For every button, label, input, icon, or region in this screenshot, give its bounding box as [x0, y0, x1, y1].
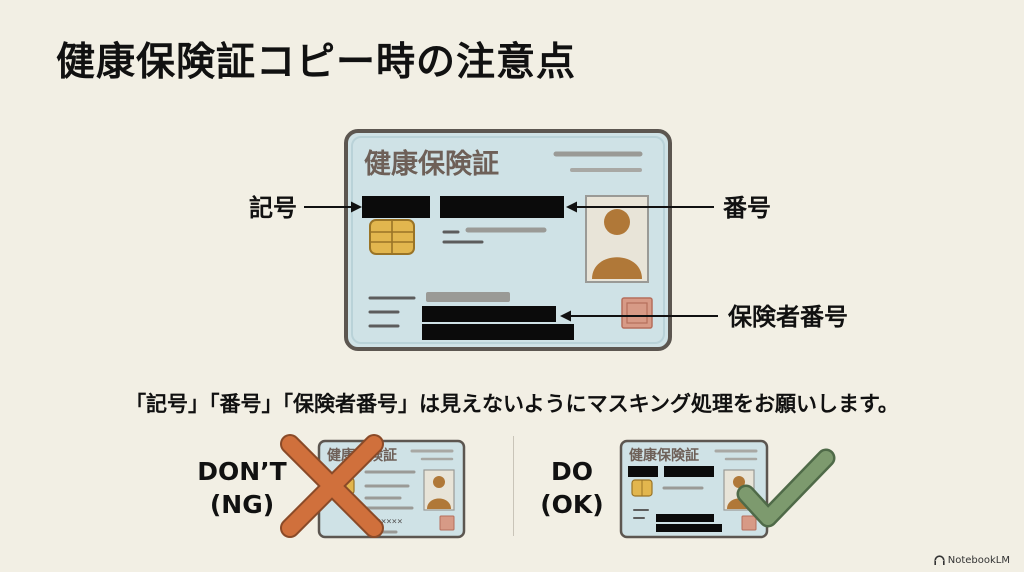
do-card: 健康保険証 — [619, 439, 769, 539]
do-label: DO (OK) — [540, 456, 604, 521]
bangou-mask — [440, 196, 564, 218]
kigou-mask — [362, 196, 430, 218]
arrow-icon — [560, 310, 718, 322]
hokenja-mask-1 — [422, 306, 556, 322]
divider — [513, 436, 514, 536]
stamp-icon — [621, 297, 653, 329]
label-kigou: 記号 — [249, 194, 297, 222]
dont-label: DON’T (NG) — [196, 456, 288, 521]
dont-label-line1: DON’T — [197, 457, 287, 486]
watermark: NotebookLM — [934, 555, 1010, 566]
dont-card-lines — [364, 470, 416, 510]
arrow-icon — [304, 201, 362, 213]
avatar-icon — [585, 195, 649, 283]
do-kigou-mask — [628, 466, 658, 477]
card-header-lines — [553, 151, 643, 172]
notebooklm-logo-icon — [934, 555, 945, 566]
cross-mark-icon — [280, 434, 384, 538]
stamp-icon — [741, 515, 757, 531]
page-title: 健康保険証コピー時の注意点 — [56, 40, 577, 85]
card-title: 健康保険証 — [364, 148, 499, 180]
do-hokenja-mask-1 — [656, 514, 714, 522]
ic-chip-icon — [369, 219, 415, 255]
do-label-line2: (OK) — [540, 489, 604, 519]
avatar-icon — [423, 469, 455, 511]
do-label-line1: DO — [550, 457, 593, 486]
card-text-lines-bottom — [368, 296, 416, 328]
do-card-title: 健康保険証 — [629, 447, 699, 464]
instruction-text: 「記号」「番号」「保険者番号」は見えないようにマスキング処理をお願いします。 — [125, 392, 899, 416]
main-card: 健康保険証 — [344, 129, 672, 351]
label-bangou: 番号 — [723, 194, 771, 222]
do-hokenja-mask-2 — [656, 524, 722, 532]
do-bangou-mask — [664, 466, 714, 477]
hokenja-mask-2 — [422, 324, 574, 340]
arrow-icon — [566, 201, 714, 213]
check-mark-icon — [736, 448, 836, 528]
ic-chip-icon — [631, 479, 653, 497]
dont-card-digits: ×××××× — [370, 517, 403, 527]
hokenja-label-line — [426, 292, 510, 302]
watermark-text: NotebookLM — [947, 555, 1010, 566]
card-text-lines-middle — [442, 227, 547, 244]
stamp-icon — [439, 515, 455, 531]
dont-label-line2: (NG) — [209, 489, 275, 519]
label-hokenja-bangou: 保険者番号 — [728, 303, 848, 331]
